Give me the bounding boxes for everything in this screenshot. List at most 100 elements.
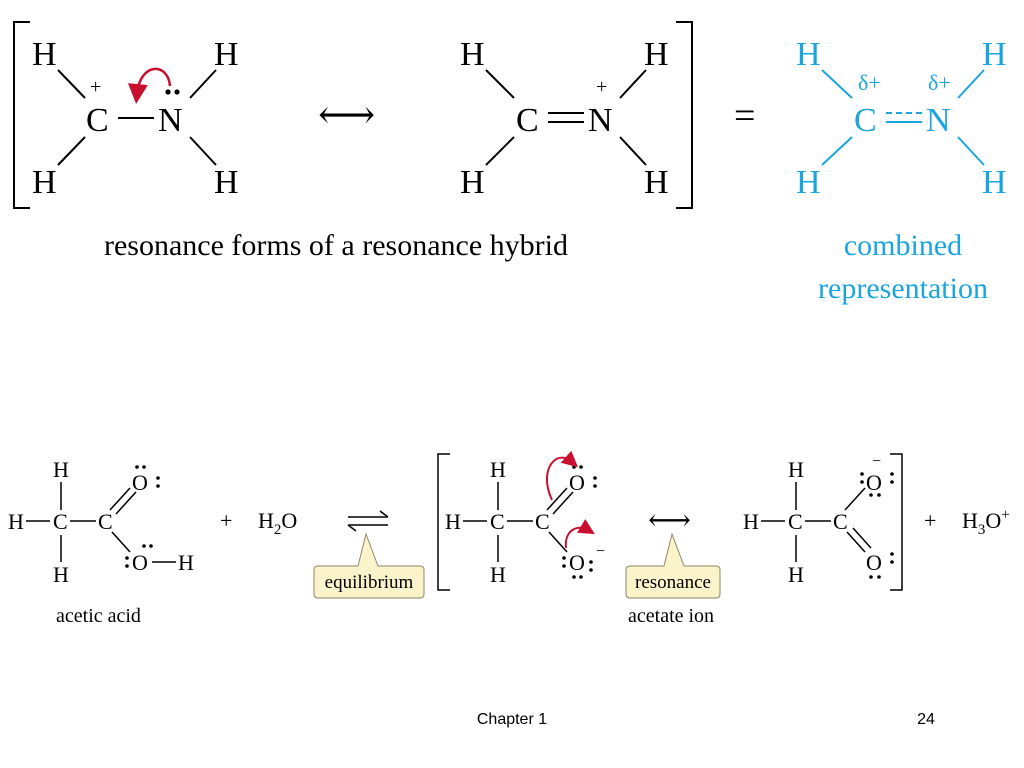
equals-sign: = [734,95,755,137]
plus-charge: + [90,76,101,98]
atom-h: H [644,164,669,201]
bond [957,136,985,166]
atom-h: H [214,36,239,73]
equilibrium-callout: equilibrium [313,532,425,599]
combined-structure: H H H H C N δ+ δ+ [796,36,1007,201]
hydronium-charge: + [1001,507,1009,523]
atom-c: C [490,509,505,534]
atom-c: C [535,509,550,534]
acetate-form-2: H H H C C O O − [743,453,894,587]
bond [111,531,131,553]
left-bracket [437,453,450,591]
atom-o: O [866,550,882,575]
acetate-form-1: H H H C C O O − [445,450,605,587]
lone-pair-dot [125,556,129,560]
delta-plus: δ+ [928,70,951,95]
resonance-arrow: ⟷ [318,92,375,137]
lone-pair-dot [156,484,160,488]
top-resonance-diagram: H H H H C N + ⟷ H H H H C N + [13,21,1007,305]
bond [485,69,515,99]
structure-2: H H H H C N + [460,36,669,201]
bond [619,136,647,166]
bond [57,136,86,166]
atom-h: H [460,36,485,73]
lone-pair-dot [125,564,129,568]
water-h: H [258,508,274,533]
atom-h: H [743,509,759,534]
right-bracket [676,21,693,209]
atom-h: H [982,36,1007,73]
lone-pair-dot [135,465,139,469]
atom-h: H [214,164,239,201]
structure-1: H H H H C N + [32,36,239,201]
atom-h: H [788,562,804,587]
plus-sign: + [924,508,936,533]
chapter-label: Chapter 1 [477,711,547,728]
lone-pair-dot [174,89,180,95]
double-bond [115,491,137,515]
resonance-callout: resonance [625,532,721,599]
atom-h: H [53,562,69,587]
atom-c: C [833,509,848,534]
atom-h: H [445,509,461,534]
atom-c: C [788,509,803,534]
plus-charge: + [596,76,607,98]
acetate-ion-label: acetate ion [628,605,714,627]
atom-o: O [866,470,882,495]
atom-n: N [926,102,951,139]
bond [189,69,217,99]
hydronium-subscript: 3 [978,522,986,538]
minus-charge: − [872,453,881,470]
atom-n: N [588,102,613,139]
bond [957,69,985,99]
atom-h: H [32,164,57,201]
curved-arrow [546,450,579,501]
atom-c: C [86,102,109,139]
right-bracket [890,453,903,591]
hydronium-formula: H3O+ [962,507,1010,538]
atom-h: H [788,457,804,482]
atom-o: O [132,550,148,575]
atom-h: H [32,36,57,73]
atom-c: C [854,102,877,139]
minus-charge: − [596,543,605,560]
bond [821,136,853,166]
water-o: O [281,508,297,533]
water-subscript: 2 [274,522,282,538]
atom-h: H [796,36,821,73]
atom-c: C [98,509,113,534]
curved-arrow [127,67,172,104]
bond [189,136,217,166]
atom-h: H [490,457,506,482]
plus-sign: + [220,508,232,533]
bond [821,69,853,99]
bottom-acetic-acid-diagram: H H H C C O O H acetic acid + [8,450,1010,627]
atom-h: H [796,164,821,201]
acetic-acid-structure: H H H C C O O H acetic acid [8,457,194,627]
atom-h: H [53,457,69,482]
caption-resonance-forms: resonance forms of a resonance hybrid [104,229,568,262]
double-bond [109,487,131,511]
atom-h: H [644,36,669,73]
bond [485,136,515,166]
equilibrium-label: equilibrium [325,572,414,593]
atom-o: O [569,470,585,495]
lone-pair-dot [142,465,146,469]
hydronium-h: H [962,508,978,533]
atom-o: O [132,470,148,495]
delta-plus: δ+ [858,70,881,95]
water-formula: H2O [258,508,297,538]
svg-text:H3O+: H3O+ [962,507,1010,538]
page-number: 24 [917,711,935,728]
lone-pair-dot [142,544,146,548]
hydronium-o: O [985,508,1001,533]
lone-pair-dot [165,89,171,95]
atom-c: C [53,509,68,534]
curved-arrow [564,519,595,549]
atom-h: H [982,164,1007,201]
left-bracket [13,21,30,209]
atom-h: H [490,562,506,587]
atom-h: H [460,164,485,201]
caption-combined: combined [844,229,962,262]
